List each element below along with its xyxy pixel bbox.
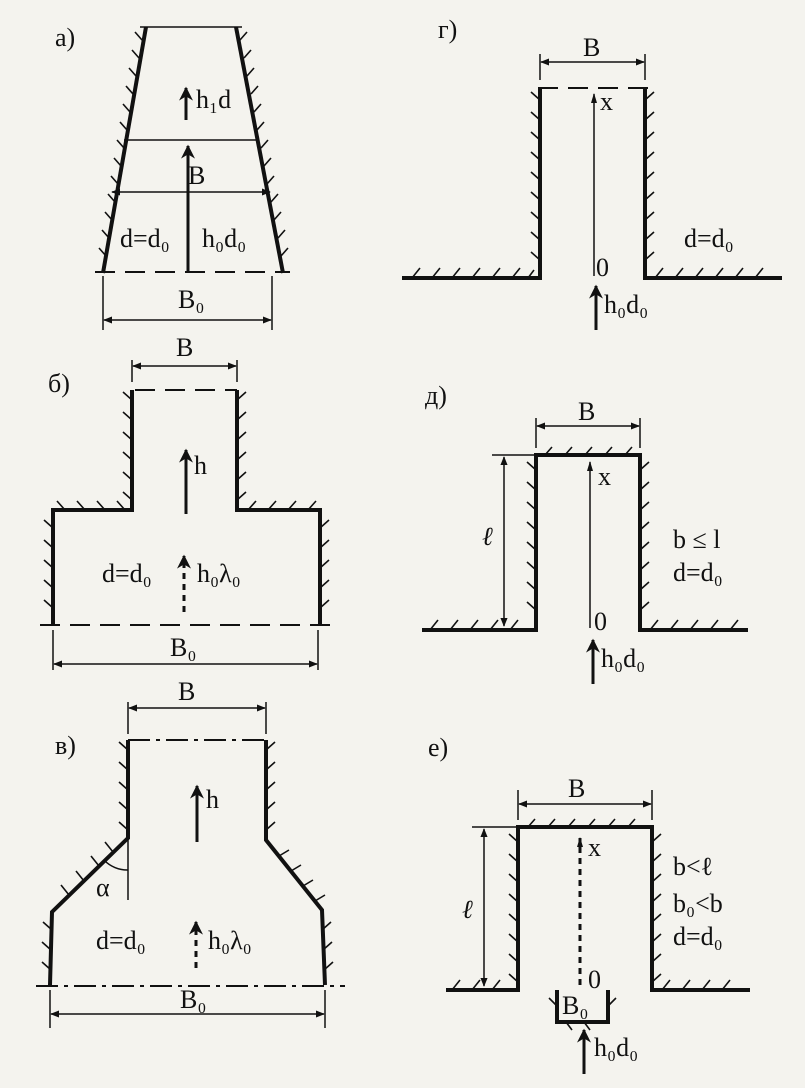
panel-g-width-label: B — [583, 33, 600, 62]
panel-g-flow-label: h₀d₀ — [604, 290, 648, 319]
panel-g: г) B x 0 h₀d₀ d=d₀ — [402, 15, 782, 330]
panel-b-left-wall — [51, 390, 134, 625]
panel-a-depth-label: d=d₀ — [120, 224, 170, 253]
panel-d-label: д) — [425, 381, 447, 410]
panel-v-angle-arc — [103, 859, 129, 871]
panel-g-label: г) — [438, 15, 457, 44]
panel-d-width-label: B — [578, 397, 595, 426]
panel-d: д) B ℓ x 0 h₀d₀ b ≤ l d=d₀ — [422, 381, 748, 684]
panel-e-base-label: B₀ — [562, 991, 588, 1020]
panel-d-origin-label: 0 — [594, 607, 607, 636]
panel-v-right-hatch — [265, 741, 334, 971]
panel-a-width-label: B — [188, 161, 205, 190]
panel-b: б) B h d=d₀ h₀λ₀ B₀ — [40, 333, 330, 670]
panel-g-axis-label: x — [600, 87, 613, 116]
panel-b-left-hatch — [43, 391, 133, 609]
panel-v-flow-label: h₀λ₀ — [208, 926, 252, 955]
panel-d-length-label: ℓ — [482, 522, 493, 551]
panel-d-hatch — [429, 446, 739, 631]
panel-a-left-wall — [101, 26, 148, 274]
panel-e-depth-label: d=d₀ — [673, 922, 723, 951]
panel-b-width-label: B — [176, 333, 193, 362]
panel-e-flow-label: h₀d₀ — [594, 1033, 638, 1062]
panel-e-cond2-label: b₀<b — [673, 889, 723, 918]
panel-v-left-hatch — [41, 741, 129, 971]
panel-v-label: в) — [55, 731, 76, 760]
panel-v-angle-label: α — [96, 873, 110, 902]
panel-a-base-label: B₀ — [178, 285, 204, 314]
panel-e-width-label: B — [568, 774, 585, 803]
panel-a-label: а) — [55, 23, 75, 52]
panel-b-depth-label: d=d₀ — [102, 559, 152, 588]
panel-d-cond1-label: b ≤ l — [673, 525, 721, 554]
panel-a-top-flow-label: h₁d — [196, 85, 231, 114]
panel-a-left-hatch — [98, 31, 143, 257]
panel-a-flow-label: h₀d₀ — [202, 224, 246, 253]
panel-v-depth-label: d=d₀ — [96, 926, 146, 955]
panel-e-cond1-label: b<ℓ — [673, 852, 713, 881]
panel-a-right-wall — [234, 26, 285, 274]
panel-d-axis-label: x — [598, 462, 611, 491]
panel-v-upper-flow-label: h — [206, 785, 219, 814]
panel-v-width-label: B — [178, 677, 195, 706]
panel-e: е) B ℓ x 0 B₀ h₀d₀ b<ℓ b₀<b d=d₀ — [428, 733, 750, 1074]
panel-d-flow-label: h₀d₀ — [601, 644, 645, 673]
panel-b-flow-label: h₀λ₀ — [197, 559, 241, 588]
panel-e-axis-label: x — [588, 833, 601, 862]
panel-e-hatch — [451, 818, 731, 1031]
panel-g-left-hatch — [411, 91, 541, 279]
panel-g-left-wall — [402, 88, 542, 280]
panel-v: в) α B h d=d₀ h₀λ₀ B₀ — [36, 677, 345, 1028]
panel-b-upper-flow-label: h — [194, 451, 207, 480]
panel-d-depth-label: d=d₀ — [673, 558, 723, 587]
panel-e-origin-label: 0 — [588, 965, 601, 994]
panel-e-length-label: ℓ — [462, 895, 473, 924]
panel-g-origin-label: 0 — [596, 253, 609, 282]
panel-b-base-label: B₀ — [170, 633, 196, 662]
panel-g-right-wall — [643, 88, 782, 280]
panel-e-outline — [446, 825, 750, 992]
panel-a: а) B h₁d d=d₀ h₀d₀ B₀ — [55, 23, 290, 330]
panel-g-depth-label: d=d₀ — [684, 224, 734, 253]
panel-b-right-hatch — [236, 391, 330, 609]
panel-g-right-hatch — [644, 91, 764, 279]
panel-b-label: б) — [48, 369, 70, 398]
panel-e-label: е) — [428, 733, 448, 762]
panel-v-base-label: B₀ — [180, 985, 206, 1014]
panel-a-right-hatch — [239, 31, 289, 257]
panel-d-outline — [422, 453, 748, 632]
panel-v-right-wall — [264, 740, 327, 986]
